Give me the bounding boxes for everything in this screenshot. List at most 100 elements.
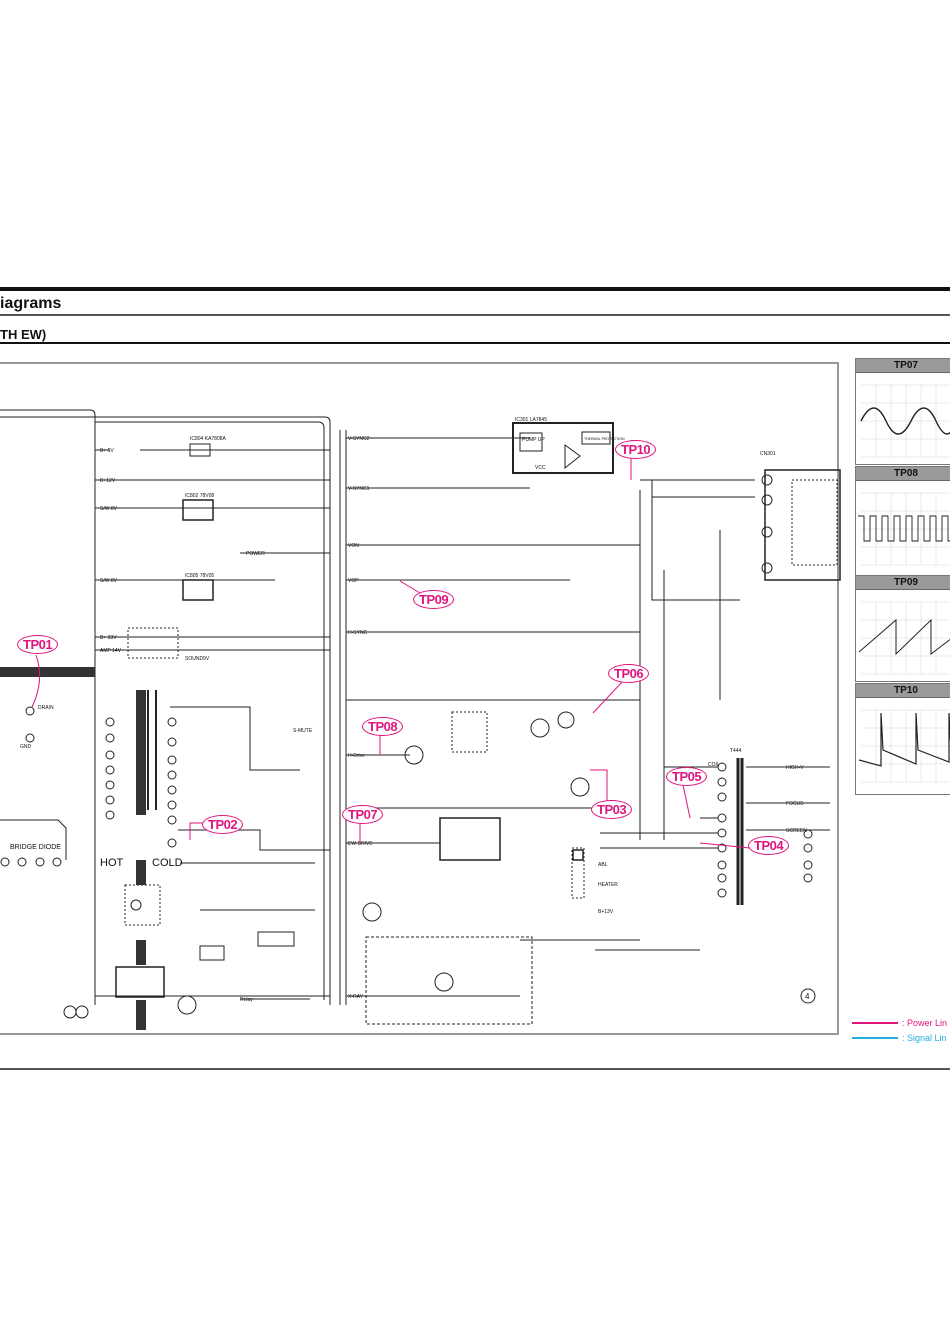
subtitle-rule [0,342,950,344]
conn-label-amp14v: AMP 14V [100,648,122,654]
tp04-pointer [699,842,751,849]
ic802-label: IC802 78V08 [185,493,214,499]
fbt-label: T444 [730,748,742,754]
diode-d409 [557,711,575,729]
isolation-bar [136,1000,146,1030]
fuse-holder [63,1005,77,1019]
cn301-label: CN301 [760,451,776,457]
conn-label-sw8v-b: S/W 8V [100,578,118,584]
bus-line [0,409,96,1005]
ic802-block [182,499,214,521]
sound9v-label: SOUND9V [185,656,210,662]
schematic-subtitle: TH EW) [0,327,47,342]
waveform-panel-tp09: TP09 [855,575,950,682]
isolation-bar [136,860,146,885]
connector-pin [761,562,773,574]
conn-label-relay: Relay [240,997,253,1003]
sound-jumper-block [127,627,179,659]
page-marker-circle [800,988,816,1004]
ic804-label: IC804 KA7808A [190,436,227,442]
tp01-pointer [31,654,41,708]
waveform-sawtooth [858,601,950,675]
ic301-block [512,422,614,474]
power-line-label: : Power Lin [902,1018,948,1028]
conn-label-focus: FOCUS [786,801,804,807]
smps-core [147,690,157,810]
cold-side-label: COLD [152,857,183,869]
bottom-rule [0,1068,950,1070]
conn-label-vsync1: V-SYNC1 [348,486,370,492]
transistor-q802 [177,995,197,1015]
conn-label-hdrive: H-Drive [348,753,365,759]
transistor-q901 [434,972,454,992]
driver-transformer [451,711,488,753]
bus-line [0,416,331,1005]
tp02-callout: TP02 [202,815,244,834]
conn-label-smute: S-MUTE [293,728,313,734]
conn-label-highv: HIGH-V [786,765,804,771]
connector-pin [761,526,773,538]
wire [178,829,330,851]
thermal-label: THERMAL PROTECTION [584,437,625,441]
signal-line-label: : Signal Lin [902,1033,947,1043]
tp05-callout: TP05 [666,767,708,786]
conn-label-b12v: B+12V [100,478,116,484]
schematic-frame [0,362,839,1035]
tp02-pointer [189,822,205,840]
tp06-pointer [592,680,624,714]
conn-label-screen: SCREEN [786,828,807,834]
connector-pin [761,474,773,486]
isolation-bar [136,940,146,965]
tp01-callout: TP01 [17,635,59,654]
connector-cn [571,847,585,899]
tp03-callout: TP03 [591,800,633,819]
ic808-block [199,945,225,961]
waveform-pulse-decay [858,709,950,783]
bridge-diode-outline [0,819,67,860]
conn-label-vop: VOP [348,578,359,584]
tp01-drain-pin [25,706,35,716]
connector-pin [761,494,773,506]
tp10-callout: TP10 [615,440,657,459]
tp06-callout: TP06 [608,664,650,683]
ic805-block [182,579,214,601]
fbt-core [736,758,744,905]
transistor-q401 [530,718,550,738]
conn-label-vsync2: V-SYNC2 [348,436,370,442]
page-marker: 4 [805,992,810,1001]
waveform-title: TP10 [856,684,950,698]
waveform-title: TP08 [856,467,950,481]
deflection-yoke-connector [764,469,841,581]
section-title: iagrams [0,295,62,312]
fuse-holder [75,1005,89,1019]
thermal-block [581,431,611,445]
transistor-q402 [404,745,424,765]
ic301-label: IC301 LA7845 [515,417,547,423]
amp-symbol [564,444,581,470]
waveform-square [858,492,950,566]
drain-label: DRAIN [38,705,54,711]
tp08-callout: TP08 [362,717,404,736]
mosfet-q404 [570,777,590,797]
conn-label-b33v: B+ 33V [100,635,117,641]
wire [746,766,830,831]
conn-label-sw8v-a: S/W 8V [100,506,118,512]
spec-table [257,931,295,947]
xray-protect-block [365,936,533,1025]
pump-up-label: PUMP UP [522,437,545,443]
wire [651,480,740,601]
waveform-panel-tp08: TP08 [855,466,950,578]
waveform-panel-tp07: TP07 [855,358,950,465]
ic805-label: IC805 78V05 [185,573,214,579]
legend-signal-line: : Signal Lin [852,1033,947,1043]
tp04-callout: TP04 [748,836,790,855]
vcc-label: VCC [535,465,546,471]
waveform-title: TP07 [856,359,950,373]
yoke-coils [791,479,838,566]
bus-line [95,421,325,1000]
hatched-bar [0,667,95,677]
gnd-pin [25,733,35,743]
smps-pins [105,717,177,848]
relay-block [115,966,165,998]
